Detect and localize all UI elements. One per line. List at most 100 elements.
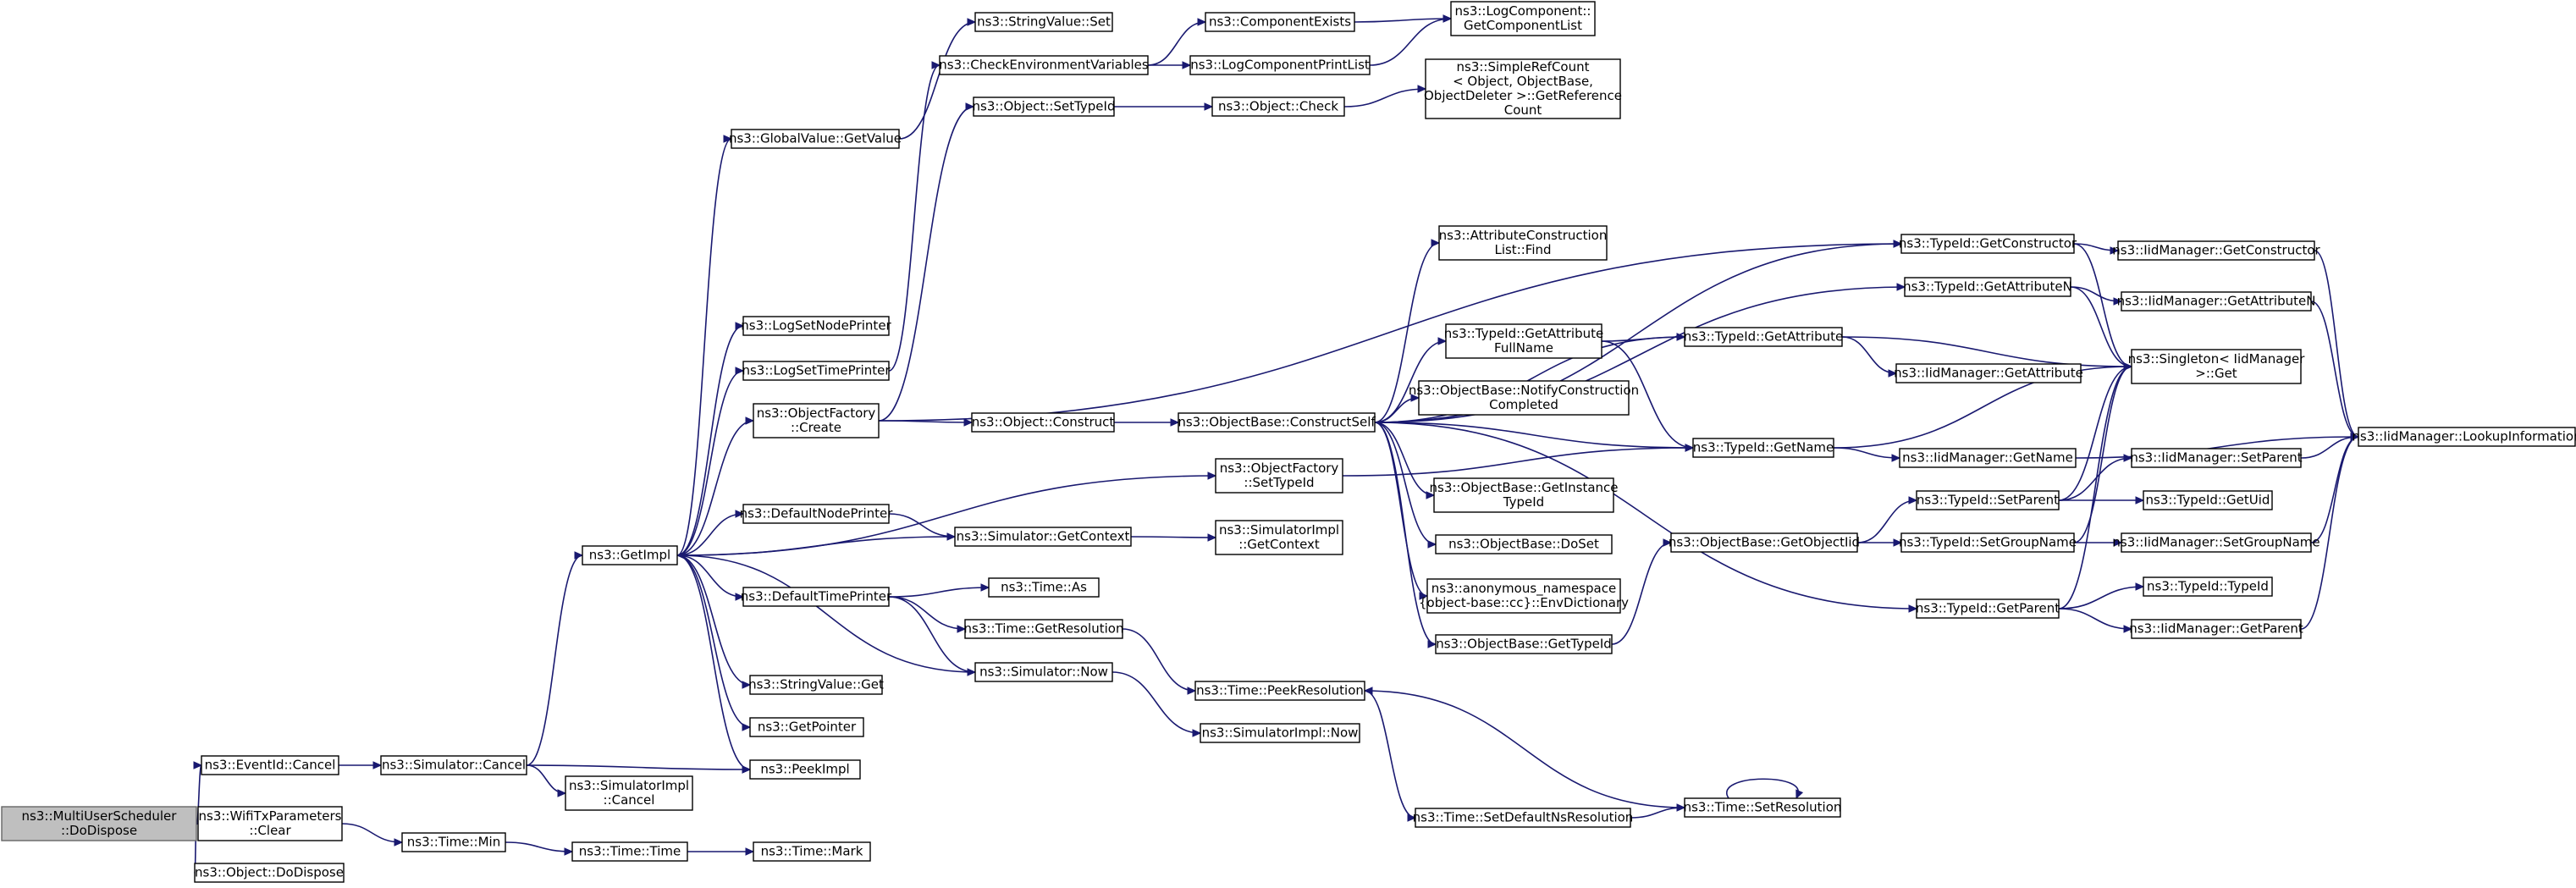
node-object-dodispose[interactable]: ns3::Object::DoDispose [194, 863, 345, 883]
edge-object-construct-to-objectbase-constructself [1114, 418, 1180, 427]
node-label: ns3::TypeId::GetAttributeN [1903, 279, 2072, 295]
edge-line [2058, 366, 2132, 609]
node-simimpl-cancel[interactable]: ns3::SimulatorImpl::Cancel [565, 775, 693, 811]
node-simimpl-now[interactable]: ns3::SimulatorImpl::Now [1200, 723, 1360, 743]
node-iidmanager-getparent[interactable]: ns3::IidManager::GetParent [2129, 619, 2303, 639]
edge-line [505, 841, 573, 852]
node-objectbase-notifyconstruction[interactable]: ns3::ObjectBase::NotifyConstructionCompl… [1409, 380, 1639, 416]
edge-sim-getcontext-to-simimpl-getcontext [1130, 533, 1217, 542]
node-defaulttimeprinter[interactable]: ns3::DefaultTimePrinter [741, 587, 892, 607]
node-label: ns3::IidManager::GetConstructor [2112, 243, 2320, 258]
node-root[interactable]: ns3::MultiUserScheduler::DoDispose [1, 806, 197, 841]
node-typeid-getuid[interactable]: ns3::TypeId::GetUid [2143, 490, 2273, 510]
node-time-peekresolution[interactable]: ns3::Time::PeekResolution [1194, 681, 1365, 701]
node-singleton-get[interactable]: ns3::Singleton< IidManager>::Get [2128, 349, 2306, 384]
node-typeid-getconstructor[interactable]: ns3::TypeId::GetConstructor [1899, 234, 2077, 254]
node-typeid-getparent[interactable]: ns3::TypeId::GetParent [1916, 598, 2060, 619]
node-object-settypeid[interactable]: ns3::Object::SetTypeId [973, 97, 1116, 117]
edge-line [888, 513, 956, 538]
node-sim-getcontext[interactable]: ns3::Simulator::GetContext [954, 527, 1132, 547]
node-box [2121, 291, 2312, 312]
node-iidmanager-getconstructor[interactable]: ns3::IidManager::GetConstructor [2112, 240, 2321, 261]
node-time-setresolution[interactable]: ns3::Time::SetResolution [1684, 797, 1842, 818]
node-simplerefcount-get[interactable]: ns3::SimpleRefCount< Object, ObjectBase,… [1424, 58, 1622, 119]
node-time-mark[interactable]: ns3::Time::Mark [753, 841, 871, 862]
node-wifitx-clear[interactable]: ns3::WifiTxParameters::Clear [197, 806, 343, 841]
node-logsetnodeprinter[interactable]: ns3::LogSetNodePrinter [741, 316, 892, 336]
node-time-as[interactable]: ns3::Time::As [988, 577, 1100, 598]
node-iidmanager-setgroupname[interactable]: ns3::IidManager::SetGroupName [2112, 532, 2320, 553]
node-objectfactory-settypeid[interactable]: ns3::ObjectFactory::SetTypeId [1215, 458, 1343, 494]
node-objectfactory-create[interactable]: ns3::ObjectFactory::Create [753, 403, 880, 438]
node-logcomponentprintlist[interactable]: ns3::LogComponentPrintList [1189, 55, 1371, 75]
node-sim-now[interactable]: ns3::Simulator::Now [974, 662, 1113, 682]
node-componentexists[interactable]: ns3::ComponentExists [1205, 12, 1355, 32]
node-time-min[interactable]: ns3::Time::Min [401, 832, 506, 852]
node-objectbase-gettypeid[interactable]: ns3::ObjectBase::GetTypeId [1435, 634, 1613, 654]
node-typeid-getattribute[interactable]: ns3::TypeId::GetAttribute [1684, 327, 1843, 347]
node-label: ns3::LogSetTimePrinter [742, 363, 891, 378]
node-sim-cancel[interactable]: ns3::Simulator::Cancel [380, 755, 527, 775]
node-defaultnodeprinter[interactable]: ns3::DefaultNodePrinter [740, 504, 894, 524]
node-iidmanager-setparent[interactable]: ns3::IidManager::SetParent [2130, 448, 2303, 468]
node-logcomponent-getlist[interactable]: ns3::LogComponent::GetComponentList [1450, 1, 1596, 36]
node-box [939, 55, 1149, 75]
node-typeid-typeid[interactable]: ns3::TypeId::TypeId [2143, 576, 2273, 597]
node-object-construct[interactable]: ns3::Object::Construct [971, 412, 1115, 433]
edge-arrowhead [2113, 297, 2123, 306]
edge-sim-cancel-to-simimpl-cancel [526, 764, 567, 797]
node-time-time[interactable]: ns3::Time::Time [571, 841, 688, 862]
edge-typeid-getparent-to-singleton-get [2058, 362, 2133, 609]
edge-arrowhead [372, 761, 383, 769]
node-simimpl-getcontext[interactable]: ns3::SimulatorImpl::GetContext [1215, 520, 1343, 555]
node-label: ns3::IidManager::LookupInformation [2352, 429, 2576, 444]
node-checkenvvars[interactable]: ns3::CheckEnvironmentVariables [939, 55, 1149, 75]
node-typeid-getattributen[interactable]: ns3::TypeId::GetAttributeN [1903, 277, 2072, 297]
node-stringvalue-get[interactable]: ns3::StringValue::Get [748, 675, 884, 695]
node-label: ns3::StringValue::Get [748, 677, 884, 692]
node-objectbase-getobjectiid[interactable]: ns3::ObjectBase::GetObjectIid [1669, 532, 1860, 553]
edge-arrowhead [735, 593, 745, 601]
node-time-getresolution[interactable]: ns3::Time::GetResolution [964, 619, 1124, 639]
edge-typeid-getattributefullname-to-typeid-getname [1601, 340, 1695, 452]
node-typeid-getname[interactable]: ns3::TypeId::GetName [1692, 438, 1834, 458]
node-eventid-cancel[interactable]: ns3::EventId::Cancel [201, 755, 339, 775]
node-objectbase-constructself[interactable]: ns3::ObjectBase::ConstructSelf [1178, 412, 1376, 433]
edge-objectbase-constructself-to-objectbase-gettypeid [1374, 422, 1437, 648]
node-object-check[interactable]: ns3::Object::Check [1211, 97, 1345, 117]
node-getpointer[interactable]: ns3::GetPointer [749, 717, 864, 737]
node-iidmanager-getattribute[interactable]: ns3::IidManager::GetAttribute [1894, 363, 2083, 383]
node-iidmanager-lookupinformation[interactable]: ns3::IidManager::LookupInformation [2352, 427, 2576, 447]
node-iidmanager-getattributen[interactable]: ns3::IidManager::GetAttributeN [2117, 291, 2316, 312]
node-label: ns3::SimulatorImpl [569, 778, 689, 793]
node-anon-envdictionary[interactable]: ns3::anonymous_namespace{object-base::cc… [1419, 578, 1629, 614]
node-globalvalue-getvalue[interactable]: ns3::GlobalValue::GetValue [729, 129, 902, 149]
node-label: ns3::Object::Construct [972, 415, 1115, 430]
edge-objectbase-gettypeid-to-objectbase-getobjectiid [1611, 538, 1673, 645]
node-logsettimeprinter[interactable]: ns3::LogSetTimePrinter [742, 361, 891, 381]
node-label: ns3::Time::SetResolution [1684, 800, 1842, 815]
node-typeid-setgroupname[interactable]: ns3::TypeId::SetGroupName [1899, 532, 2077, 553]
edge-typeid-setgroupname-to-iidmanager-setgroupname [2074, 538, 2123, 547]
node-box [2358, 427, 2576, 447]
node-objectbase-doset[interactable]: ns3::ObjectBase::DoSet [1435, 534, 1613, 554]
node-stringvalue-set[interactable]: ns3::StringValue::Set [974, 12, 1113, 32]
edge-line [1856, 499, 1917, 543]
node-time-setdefaultns[interactable]: ns3::Time::SetDefaultNsResolution [1413, 808, 1634, 828]
node-box [1438, 225, 1608, 261]
node-label: ns3::Time::PeekResolution [1196, 683, 1364, 698]
edge-arrowhead [723, 135, 733, 143]
node-typeid-setparent[interactable]: ns3::TypeId::SetParent [1916, 490, 2060, 510]
node-label: Completed [1489, 397, 1558, 412]
node-getimpl[interactable]: ns3::GetImpl [582, 545, 678, 565]
node-peekimpl[interactable]: ns3::PeekImpl [749, 759, 861, 780]
node-label: ns3::TypeId::GetName [1693, 440, 1834, 455]
node-iidmanager-getname[interactable]: ns3::IidManager::GetName [1899, 448, 2077, 468]
node-label: ns3::TypeId::GetAttribute [1444, 326, 1603, 341]
edge-arrowhead [1431, 239, 1441, 247]
node-label: ns3::IidManager::GetName [1902, 450, 2073, 466]
edge-arrowhead [2135, 582, 2145, 591]
